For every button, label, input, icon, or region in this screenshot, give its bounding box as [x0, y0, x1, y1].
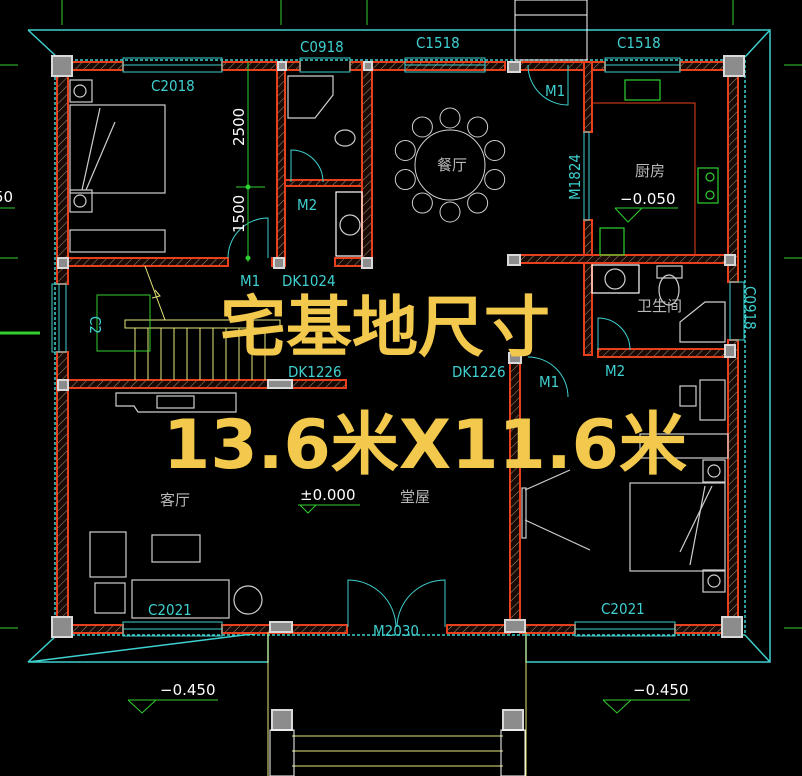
elevation-kitchen: −0.050 [620, 190, 676, 208]
room-label-dining: 餐厅 [437, 156, 467, 174]
dining-chair [484, 169, 506, 191]
door-label-m2030: M2030 [373, 622, 419, 640]
left-edge-dimension: 50 [0, 188, 13, 206]
dining-chair [467, 192, 489, 214]
window-label-c2021-living: C2021 [148, 601, 192, 619]
window-label-c0918-top: C0918 [300, 38, 344, 56]
dining-chair [439, 107, 461, 129]
dining-chair [394, 169, 416, 191]
room-label-bath2: 卫生间 [637, 297, 682, 315]
door-label-m1-dining: M1 [545, 82, 565, 100]
overlay-size: 13.6米X11.6米 [163, 406, 687, 485]
porch-steps [267, 632, 527, 776]
room-label-kitchen: 厨房 [635, 162, 665, 180]
dining-table [394, 107, 506, 223]
door-label-m1-bedroom: M1 [240, 272, 260, 290]
overlay-title: 宅基地尺寸 [220, 289, 550, 366]
dimension-lower: 1500 [230, 195, 248, 233]
dining-chair [467, 116, 489, 138]
bath-1-fixtures [287, 75, 363, 257]
window-label-c2: C2 [86, 316, 104, 334]
opening-label-dk1024: DK1024 [282, 272, 336, 290]
dining-chair [394, 139, 416, 161]
opening-label-dk1226-left: DK1226 [288, 363, 342, 381]
window-label-c1518-dining: C1518 [416, 34, 460, 52]
dining-chair [411, 192, 433, 214]
door-label-m1-bedroom2: M1 [539, 373, 559, 391]
opening-label-dk1226-right: DK1226 [452, 363, 506, 381]
dining-chair [484, 139, 506, 161]
door-label-m2-bath2: M2 [605, 362, 625, 380]
room-label-living: 客厅 [160, 491, 190, 509]
dining-chair [439, 201, 461, 223]
living-furniture [89, 392, 263, 619]
window-label-c0918-right: C0918 [741, 286, 759, 330]
window-label-c2018: C2018 [151, 77, 195, 95]
elevation-outside-right: −0.450 [633, 681, 689, 699]
kitchen-fixtures [592, 79, 719, 256]
staircase [96, 265, 281, 380]
bed-bedroom-1 [69, 79, 166, 253]
door-swings [227, 64, 631, 628]
bath-2-fixtures [591, 264, 726, 343]
dining-chair [411, 116, 433, 138]
dimension-line [236, 62, 265, 262]
elevation-hall: ±0.000 [300, 486, 356, 504]
columns [51, 55, 745, 731]
window-label-c1518-kitchen: C1518 [617, 34, 661, 52]
dimension-upper: 2500 [230, 108, 248, 146]
bed-bedroom-2 [521, 379, 729, 593]
room-label-hall: 堂屋 [400, 488, 430, 506]
door-label-m2-bath: M2 [297, 196, 317, 214]
grid-lines [0, 0, 802, 629]
door-label-m1824: M1824 [566, 154, 584, 200]
window-label-c2021-bedroom: C2021 [601, 600, 645, 618]
windows [51, 57, 745, 637]
elevation-markers [127, 207, 690, 714]
elevation-outside-left: −0.450 [160, 681, 216, 699]
